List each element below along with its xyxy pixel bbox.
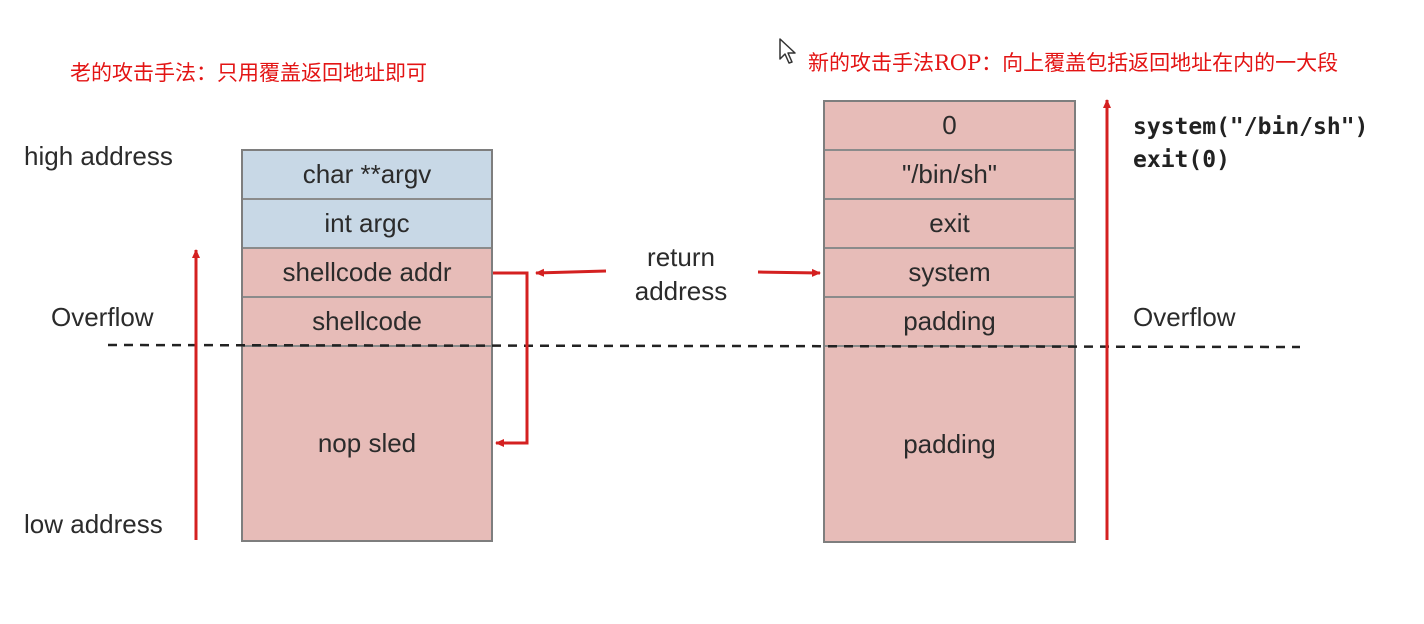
- code-line-system: system("/bin/sh"): [1133, 114, 1369, 140]
- stack-cell-shellcode-addr: shellcode addr: [243, 249, 491, 298]
- high-address-label: high address: [24, 141, 173, 171]
- cell-label: "/bin/sh": [901, 159, 998, 189]
- right-stack: 0 "/bin/sh" exit system padding padding: [823, 100, 1076, 543]
- new-technique-title: 新的攻击手法ROP：向上覆盖包括返回地址在内的一大段: [808, 51, 1339, 75]
- overflow-left-label: Overflow: [51, 302, 154, 332]
- stack-cell-exit: exit: [825, 200, 1074, 249]
- stack-cell-padding-upper: padding: [825, 298, 1074, 347]
- stack-cell-binsh: "/bin/sh": [825, 151, 1074, 200]
- cell-label: char **argv: [302, 159, 432, 189]
- return-address-right-arrow: [757, 268, 821, 277]
- stack-cell-padding-lower: padding: [825, 347, 1074, 541]
- rop-code-snippet: system("/bin/sh") exit(0): [1133, 111, 1368, 177]
- left-stack: char **argv int argc shellcode addr shel…: [241, 149, 493, 542]
- return-address-label: return address: [620, 240, 742, 308]
- cell-label: shellcode: [312, 306, 422, 336]
- cell-label: 0: [942, 110, 957, 140]
- low-address-label: low address: [24, 509, 163, 539]
- shellcode-addr-jump-arrow: [493, 271, 529, 447]
- stack-cell-argc: int argc: [243, 200, 491, 249]
- old-technique-title: 老的攻击手法：只用覆盖返回地址即可: [70, 61, 427, 85]
- stack-cell-shellcode: shellcode: [243, 298, 491, 347]
- return-address-line1: return: [647, 242, 715, 272]
- return-address-left-arrow: [535, 268, 607, 277]
- cell-label: system: [908, 257, 991, 287]
- code-line-exit: exit(0): [1133, 147, 1230, 173]
- overflow-right-label: Overflow: [1133, 302, 1236, 332]
- mouse-cursor-icon: [779, 38, 796, 64]
- cell-label: padding: [903, 428, 996, 459]
- cell-label: nop sled: [317, 428, 417, 458]
- stack-cell-nop-sled: nop sled: [243, 347, 491, 540]
- stack-cell-system: system: [825, 249, 1074, 298]
- cell-label: shellcode addr: [282, 257, 452, 287]
- cell-label: exit: [929, 208, 970, 238]
- return-address-line2: address: [634, 276, 728, 306]
- stack-cell-argv: char **argv: [243, 151, 491, 200]
- stack-cell-zero: 0: [825, 102, 1074, 151]
- overflow-dashed-line: [107, 343, 1301, 349]
- cell-label: padding: [903, 306, 996, 336]
- cell-label: int argc: [324, 208, 410, 238]
